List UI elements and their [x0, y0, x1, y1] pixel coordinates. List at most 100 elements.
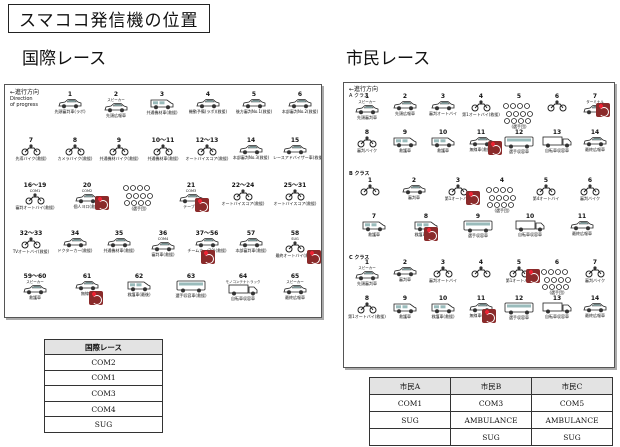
- slot-caption: 後方審判No.1(救援): [235, 109, 273, 114]
- slot-caption: 共通機材バイク(救援): [99, 156, 139, 161]
- slot-caption: オートバイスコア(救援): [221, 201, 265, 206]
- slot-caption: 第1オートバイ(救援): [462, 112, 500, 117]
- slot-number: 1: [67, 91, 73, 98]
- slot-caption: 第1オートバイ: [505, 278, 533, 283]
- slot-caption: 個人ヨロ(救援): [73, 204, 101, 209]
- car-icon: [93, 102, 139, 113]
- car-icon: [277, 98, 321, 109]
- van-icon: [386, 302, 424, 314]
- slot-caption: 先頭広報車: [106, 113, 126, 118]
- slot-number: 2: [402, 259, 408, 266]
- slot-caption: 先頭審判車(ラボ): [54, 109, 86, 114]
- slot-sublabel: スピーカー: [107, 98, 125, 102]
- slot-number: 20: [82, 182, 92, 189]
- slot-number: 13: [552, 129, 562, 136]
- slot-sublabel: ターミナル: [586, 100, 604, 104]
- moto-icon: [348, 302, 386, 314]
- slot-number: 8: [72, 137, 78, 144]
- slot-number: 7: [592, 93, 598, 100]
- table-header: 市民C: [531, 377, 613, 395]
- table-cell: COM1: [369, 394, 451, 412]
- slot-sublabel: スピーカー: [26, 280, 44, 284]
- slot-caption: 救護車(救援): [431, 314, 455, 319]
- slot-sublabel: スピーカー: [358, 100, 376, 104]
- car-icon: [392, 184, 436, 195]
- slot-caption: 最終広報車: [585, 147, 605, 152]
- truck-icon: [217, 284, 269, 296]
- car-icon: [348, 104, 386, 115]
- slot-number: 9: [475, 213, 481, 220]
- slot-caption: 審判バイク: [357, 148, 377, 153]
- car-icon: [61, 193, 113, 204]
- car-icon: [273, 144, 317, 155]
- vehicle-slot-bikes: (選手団): [113, 182, 165, 211]
- slot-caption: 救護車(最後): [127, 292, 151, 297]
- car-icon: [348, 270, 386, 281]
- slot-number: 5: [543, 177, 549, 184]
- slot-number: 35: [114, 230, 124, 237]
- vehicle-slot-moto: 6: [538, 93, 576, 112]
- bus-icon: [452, 220, 504, 233]
- slot-caption: 先導バイク(救援): [15, 156, 47, 161]
- moto-icon: [538, 100, 576, 112]
- slot-number: 63: [186, 273, 196, 280]
- slot-caption: 救護車: [368, 232, 380, 237]
- transmitter-marker-icon: [95, 196, 109, 210]
- slot-number: 5: [516, 259, 522, 266]
- slot-caption: 最終広報車: [585, 313, 605, 318]
- table-cell: COM2: [44, 354, 163, 371]
- vehicle-slot-bikes: 5(選手団): [500, 93, 538, 129]
- slot-number: 9: [116, 137, 122, 144]
- car-icon: [386, 100, 424, 111]
- car-icon: [231, 98, 277, 109]
- page-title: スマココ発信機の位置: [8, 4, 210, 33]
- slot-number: 65: [290, 273, 300, 280]
- vehicle-slot-moto: 1: [348, 177, 392, 196]
- table-row: COM3: [44, 385, 163, 402]
- slot-caption: 選手収容車: [468, 233, 488, 238]
- slot-sublabel: COM3: [185, 189, 197, 193]
- table-cell: SUG: [44, 416, 163, 433]
- van-icon: [424, 136, 462, 148]
- slot-caption: 最終オートバイ(救援): [275, 253, 315, 258]
- moto-icon: [269, 189, 321, 201]
- slot-number: 10: [438, 129, 448, 136]
- vehicle-slot-moto: 7 先導バイク(救援): [9, 137, 53, 161]
- slot-caption: 審判車: [408, 195, 420, 200]
- car-icon: [229, 144, 273, 155]
- slot-number: 57: [246, 230, 256, 237]
- direction-label: ←進行方向 A クラス: [349, 86, 379, 100]
- slot-caption: オートバイスコア(救援): [273, 201, 317, 206]
- slot-number: 7: [28, 137, 34, 144]
- slot-caption: 無線車: [81, 291, 93, 296]
- slot-sublabel: SUG: [291, 237, 299, 241]
- table-header: 国際レース: [44, 339, 163, 355]
- vehicle-slot-bikes: 4(選手団): [480, 177, 524, 213]
- slot-number: 4: [499, 177, 505, 184]
- slot-sublabel: COM2: [81, 189, 93, 193]
- slot-caption: 第1オートバイ(救援): [348, 314, 386, 319]
- slot-caption: オートバイスコア(救援): [185, 156, 229, 161]
